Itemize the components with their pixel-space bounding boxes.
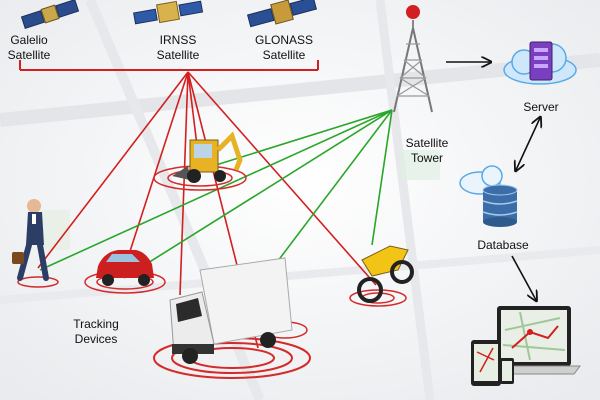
server-database-arrow [516,118,540,170]
galileo-satellite-icon [20,0,80,29]
server-label: Server [523,100,559,114]
tracking-line1: Tracking [73,317,119,331]
glonass-satellite-icon [246,0,318,28]
irnss-name: IRNSS [159,33,197,47]
glonass-sub: Satellite [262,48,306,62]
laptop-tablet-phone-icon [471,306,581,386]
glonass-name: GLONASS [254,33,314,47]
irnss-sub: Satellite [156,48,200,62]
satellite-tower-icon [393,5,433,113]
motorcycle-icon [349,245,414,307]
flow-arrows [446,62,540,300]
car-icon [84,250,166,294]
green-links [39,109,393,283]
glonass-label: GLONASS Satellite [252,33,316,63]
irnss-satellite-icon [133,0,204,25]
satellite-bracket [19,60,319,71]
tower-label: Satellite Tower [396,136,458,166]
truck-icon [153,257,311,379]
database-to-devices-arrow [511,255,536,300]
tracking-line2: Devices [74,332,118,346]
server-cloud-icon [503,41,577,85]
database-label: Database [477,238,529,252]
tower-line1: Satellite [405,136,449,150]
database-icon [459,165,518,227]
galileo-sub: Satellite [7,48,51,62]
irnss-label: IRNSS Satellite [148,33,208,63]
tower-line2: Tower [410,151,443,165]
walking-person-icon [12,199,59,288]
galileo-name: Galelio [10,33,48,47]
galileo-label: Galelio Satellite [0,33,58,63]
backhoe-loader-icon [153,131,247,191]
tracking-devices-label: Tracking Devices [66,317,126,347]
